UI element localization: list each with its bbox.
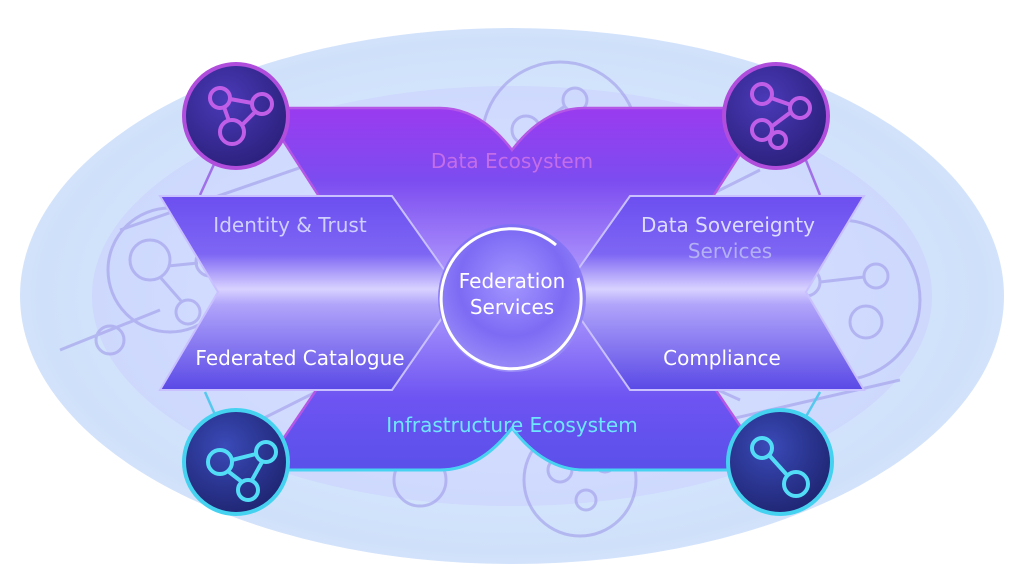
corner-circle-bottom-left bbox=[182, 408, 290, 516]
corner-circle-top-right bbox=[722, 62, 830, 170]
center-circle bbox=[438, 224, 586, 372]
federated-catalogue-label: Federated Catalogue bbox=[195, 346, 404, 370]
services-label: Services bbox=[688, 239, 772, 263]
network-nodes-icon bbox=[750, 82, 812, 150]
center-ring bbox=[439, 227, 583, 371]
data-sovereignty-label: Data Sovereignty bbox=[641, 213, 815, 237]
network-nodes-icon bbox=[208, 86, 274, 146]
federation-label: Federation bbox=[459, 269, 566, 293]
data-ecosystem-label: Data Ecosystem bbox=[431, 149, 593, 173]
network-nodes-icon bbox=[750, 436, 810, 498]
corner-circle-top-left bbox=[182, 62, 290, 170]
identity-trust-label: Identity & Trust bbox=[213, 213, 367, 237]
corner-circle-bottom-right bbox=[726, 408, 834, 516]
infrastructure-ecosystem-label: Infrastructure Ecosystem bbox=[386, 413, 637, 437]
federation-services-label: Services bbox=[470, 295, 554, 319]
network-nodes-icon bbox=[206, 440, 278, 502]
compliance-label: Compliance bbox=[663, 346, 781, 370]
left-chevron-panel bbox=[158, 195, 462, 391]
